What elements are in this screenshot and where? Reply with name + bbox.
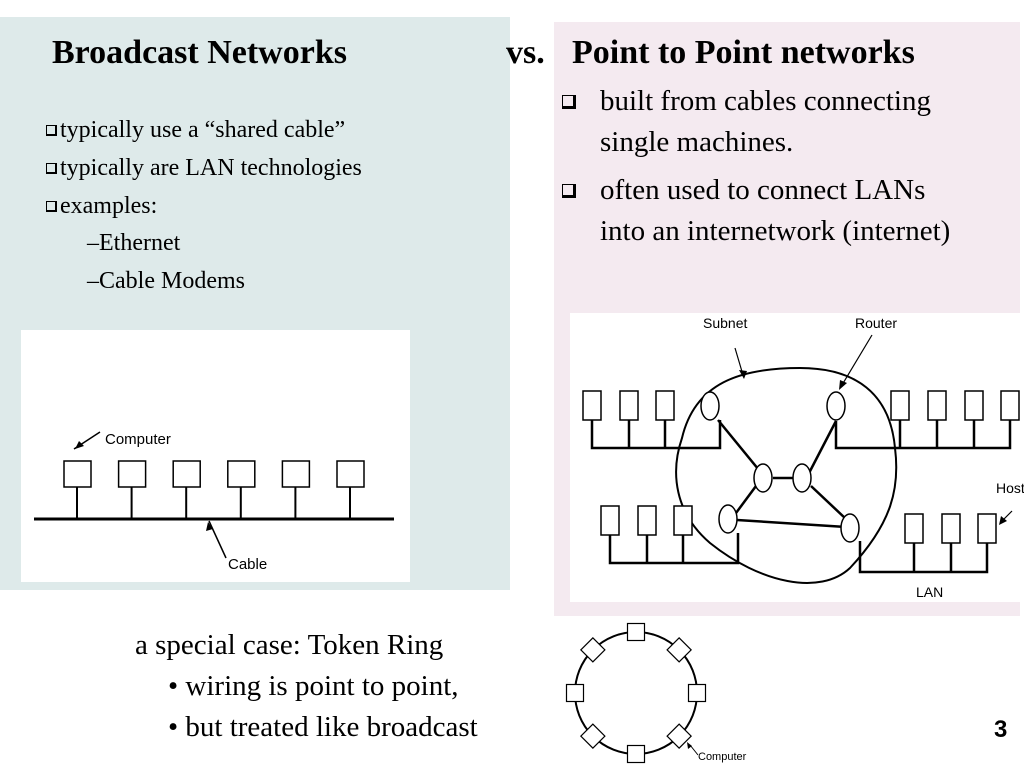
host: [637, 505, 657, 536]
computer: [227, 460, 256, 488]
computer-label: Computer: [105, 431, 171, 448]
ring-computer-label: Computer: [698, 751, 747, 763]
broadcast-bullet: typically use a “shared cable”: [46, 117, 345, 145]
host: [964, 390, 984, 421]
router: [840, 513, 860, 543]
token-ring-bullet: • but treated like broadcast: [168, 711, 478, 743]
arrowhead-icon: [206, 522, 213, 531]
arrowhead-icon: [687, 742, 692, 749]
ring-computer: [687, 683, 707, 703]
ring-computers: [565, 622, 707, 764]
ring-computer: [666, 636, 693, 663]
computer: [172, 460, 201, 488]
token-ring-bullet: • wiring is point to point,: [168, 670, 459, 702]
point-to-point-diagram: Subnet Router Host LAN: [570, 313, 1024, 602]
router: [700, 391, 720, 421]
host: [673, 505, 693, 536]
checkbox-bullet-icon: [562, 95, 576, 109]
host: [890, 390, 910, 421]
computer: [281, 460, 311, 488]
subnet-label: Subnet: [703, 315, 747, 331]
arrowhead-icon: [75, 441, 84, 449]
ring-computer: [626, 744, 646, 764]
arrowhead-icon: [739, 370, 747, 379]
host: [904, 513, 924, 544]
broadcast-bullet: examples:: [46, 193, 157, 221]
router: [753, 463, 773, 493]
p2p-bullet: built from cables connecting single mach…: [562, 81, 1012, 163]
router: [718, 504, 738, 534]
router-label: Router: [855, 315, 897, 331]
checkbox-bullet-icon: [562, 184, 576, 198]
host: [619, 390, 639, 421]
arrowhead-icon: [839, 380, 847, 390]
ring-computer: [626, 622, 646, 642]
host: [655, 390, 675, 421]
checkbox-bullet-icon: [46, 125, 57, 136]
bus-computers: [63, 460, 365, 519]
host-label: Host: [996, 480, 1024, 496]
ring-computer: [565, 683, 585, 703]
token-ring-heading: a special case: Token Ring: [135, 629, 444, 661]
computer-pointer-arrow: [689, 744, 699, 756]
cable-pointer-arrow: [208, 520, 227, 559]
ring-computer: [666, 723, 693, 750]
router: [826, 391, 846, 421]
broadcast-bullet: typically are LAN technologies: [46, 155, 362, 183]
host: [941, 513, 961, 544]
broadcast-title: Broadcast Networks: [52, 34, 347, 71]
lan-label: LAN: [916, 584, 943, 600]
arrowhead-icon: [999, 516, 1007, 525]
computer: [117, 460, 147, 488]
p2p-bullet: often used to connect LANs into an inter…: [562, 170, 1022, 252]
host: [1000, 390, 1020, 421]
router-pointer-arrow: [841, 334, 873, 386]
cable-label: Cable: [228, 556, 267, 573]
routers: [700, 391, 860, 543]
host: [927, 390, 947, 421]
router: [792, 463, 812, 493]
diagram-background: [570, 313, 1020, 602]
subnet-boundary: [675, 366, 898, 584]
host: [600, 505, 620, 536]
lan-buses: [590, 420, 1012, 574]
checkbox-bullet-icon: [46, 163, 57, 174]
example-cable-modems: –Cable Modems: [87, 268, 245, 294]
point-to-point-title: Point to Point networks: [572, 34, 915, 71]
ring-computer: [579, 636, 606, 663]
host: [582, 390, 602, 421]
page-number: 3: [994, 716, 1008, 743]
checkbox-bullet-icon: [46, 201, 57, 212]
hosts: [582, 390, 1020, 544]
diagram-background: [21, 330, 410, 582]
example-ethernet: –Ethernet: [87, 230, 181, 256]
vs-label: vs.: [506, 34, 545, 71]
computer: [336, 460, 365, 488]
broadcast-bus-diagram: Computer Cable: [21, 330, 410, 582]
token-ring-diagram: Computer: [565, 622, 747, 764]
host: [977, 513, 997, 544]
computer: [63, 460, 92, 488]
ring-computer: [579, 723, 606, 750]
